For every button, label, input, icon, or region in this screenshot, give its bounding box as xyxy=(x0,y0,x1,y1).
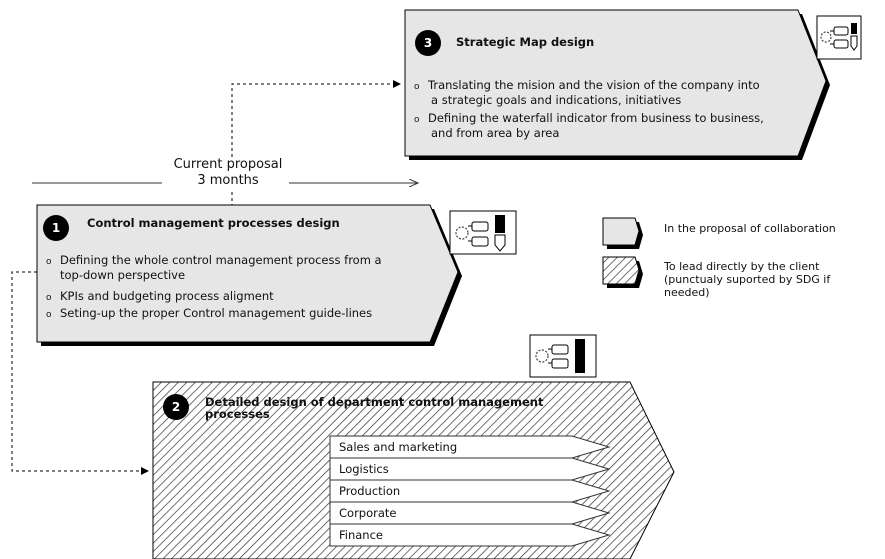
department-corporate: Corporate xyxy=(339,506,397,520)
legend-client-label: To lead directly by the client (punctual… xyxy=(664,260,830,299)
control-management-box xyxy=(36,204,462,346)
proposal-label: Current proposal 3 months xyxy=(153,157,303,189)
legend-client-line-2: (punctualy suported by SDG if xyxy=(664,273,831,286)
strategic-map-title: Strategic Map design xyxy=(456,35,595,49)
step-number-1: 1 xyxy=(43,215,69,241)
department-sales-marketing: Sales and marketing xyxy=(339,440,458,454)
control-management-title: Control management processes design xyxy=(87,216,340,230)
legend-swatch-client xyxy=(602,256,643,288)
legend-client-line-1: To lead directly by the client xyxy=(664,260,820,273)
legend-client-line-3: needed) xyxy=(664,286,710,299)
connector-to-detailed xyxy=(11,271,149,475)
detailed-design-title-cont: processes xyxy=(205,407,270,421)
department-logistics: Logistics xyxy=(339,462,389,476)
department-production: Production xyxy=(339,484,401,498)
detailed-design-title: Detailed design of department control ma… xyxy=(205,395,544,409)
strategic-bullet-2-cont: and from area by area xyxy=(431,126,560,140)
connector-to-strategic xyxy=(231,80,401,205)
proposal-line-1: Current proposal xyxy=(173,157,283,172)
process-diagram-icon xyxy=(816,15,862,60)
department-arrows xyxy=(329,435,611,547)
department-finance: Finance xyxy=(339,528,383,542)
step-number-2: 2 xyxy=(163,394,189,420)
process-diagram-icon xyxy=(449,210,517,255)
legend-collab-label: In the proposal of collaboration xyxy=(664,222,836,235)
step-number-3: 3 xyxy=(415,30,441,56)
process-diagram-icon xyxy=(529,334,597,378)
strategic-bullet-1-cont: a strategic goals and indications, initi… xyxy=(431,93,682,107)
legend-swatch-collab xyxy=(602,217,643,249)
proposal-line-2: 3 months xyxy=(197,173,259,188)
strategic-map-box xyxy=(404,9,830,160)
control-bullet-1-cont: top-down perspective xyxy=(60,268,186,282)
